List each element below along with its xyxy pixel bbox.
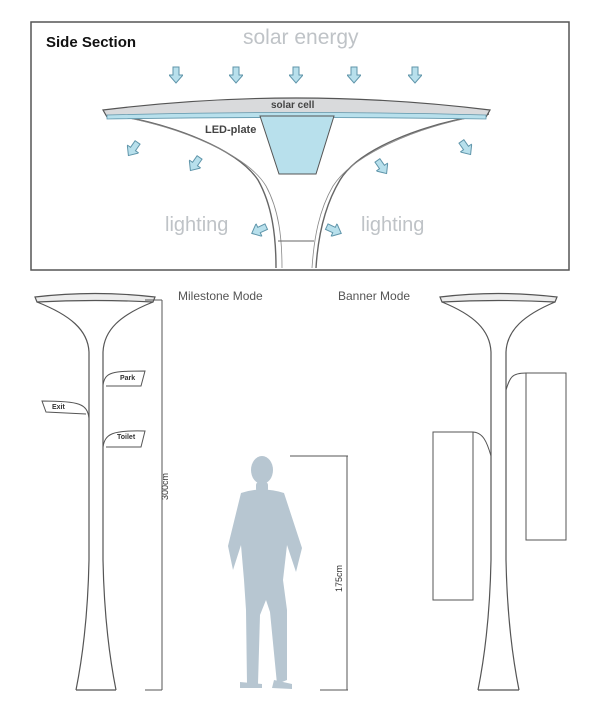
battery-box xyxy=(259,115,335,175)
lighting-label-left: lighting xyxy=(165,214,229,236)
solar-arrow-5 xyxy=(408,66,422,84)
sign-exit: Exit xyxy=(52,404,65,411)
solar-energy-label: solar energy xyxy=(243,26,359,49)
solar-arrow-3 xyxy=(289,66,303,84)
lamp-body-right xyxy=(315,113,490,269)
light-arrow-3 xyxy=(371,155,393,179)
light-arrow-2 xyxy=(184,152,206,176)
lighting-label-right: lighting xyxy=(361,214,425,236)
solar-arrow-2 xyxy=(229,66,243,84)
section-title: Side Section xyxy=(46,34,137,51)
pole-height-label: 300cm xyxy=(160,472,170,500)
banner-right xyxy=(525,372,567,541)
banner-pole xyxy=(432,292,567,691)
solar-cell-label: solar cell xyxy=(271,100,315,111)
person-silhouette xyxy=(228,456,302,689)
milestone-mode-label: Milestone Mode xyxy=(178,289,263,303)
solar-arrow-1 xyxy=(169,66,183,84)
sign-toilet: Toilet xyxy=(117,434,136,441)
milestone-pole xyxy=(34,292,156,691)
pole-height-dimension xyxy=(145,299,163,691)
light-arrow-4 xyxy=(455,136,477,160)
light-arrow-5 xyxy=(248,219,270,241)
solar-arrow-4 xyxy=(347,66,361,84)
banner-mode-label: Banner Mode xyxy=(338,289,411,303)
banner-left xyxy=(432,431,474,601)
lamp-body-left xyxy=(107,113,277,269)
light-arrow-1 xyxy=(122,137,144,161)
led-plate-label: LED-plate xyxy=(205,124,257,136)
solar-energy-arrows xyxy=(169,66,422,84)
person-height-dimension xyxy=(290,455,348,691)
side-section-frame xyxy=(30,21,570,271)
person-height-label: 175cm xyxy=(334,564,344,592)
sign-park: Park xyxy=(120,375,136,382)
light-arrow-6 xyxy=(323,219,345,241)
